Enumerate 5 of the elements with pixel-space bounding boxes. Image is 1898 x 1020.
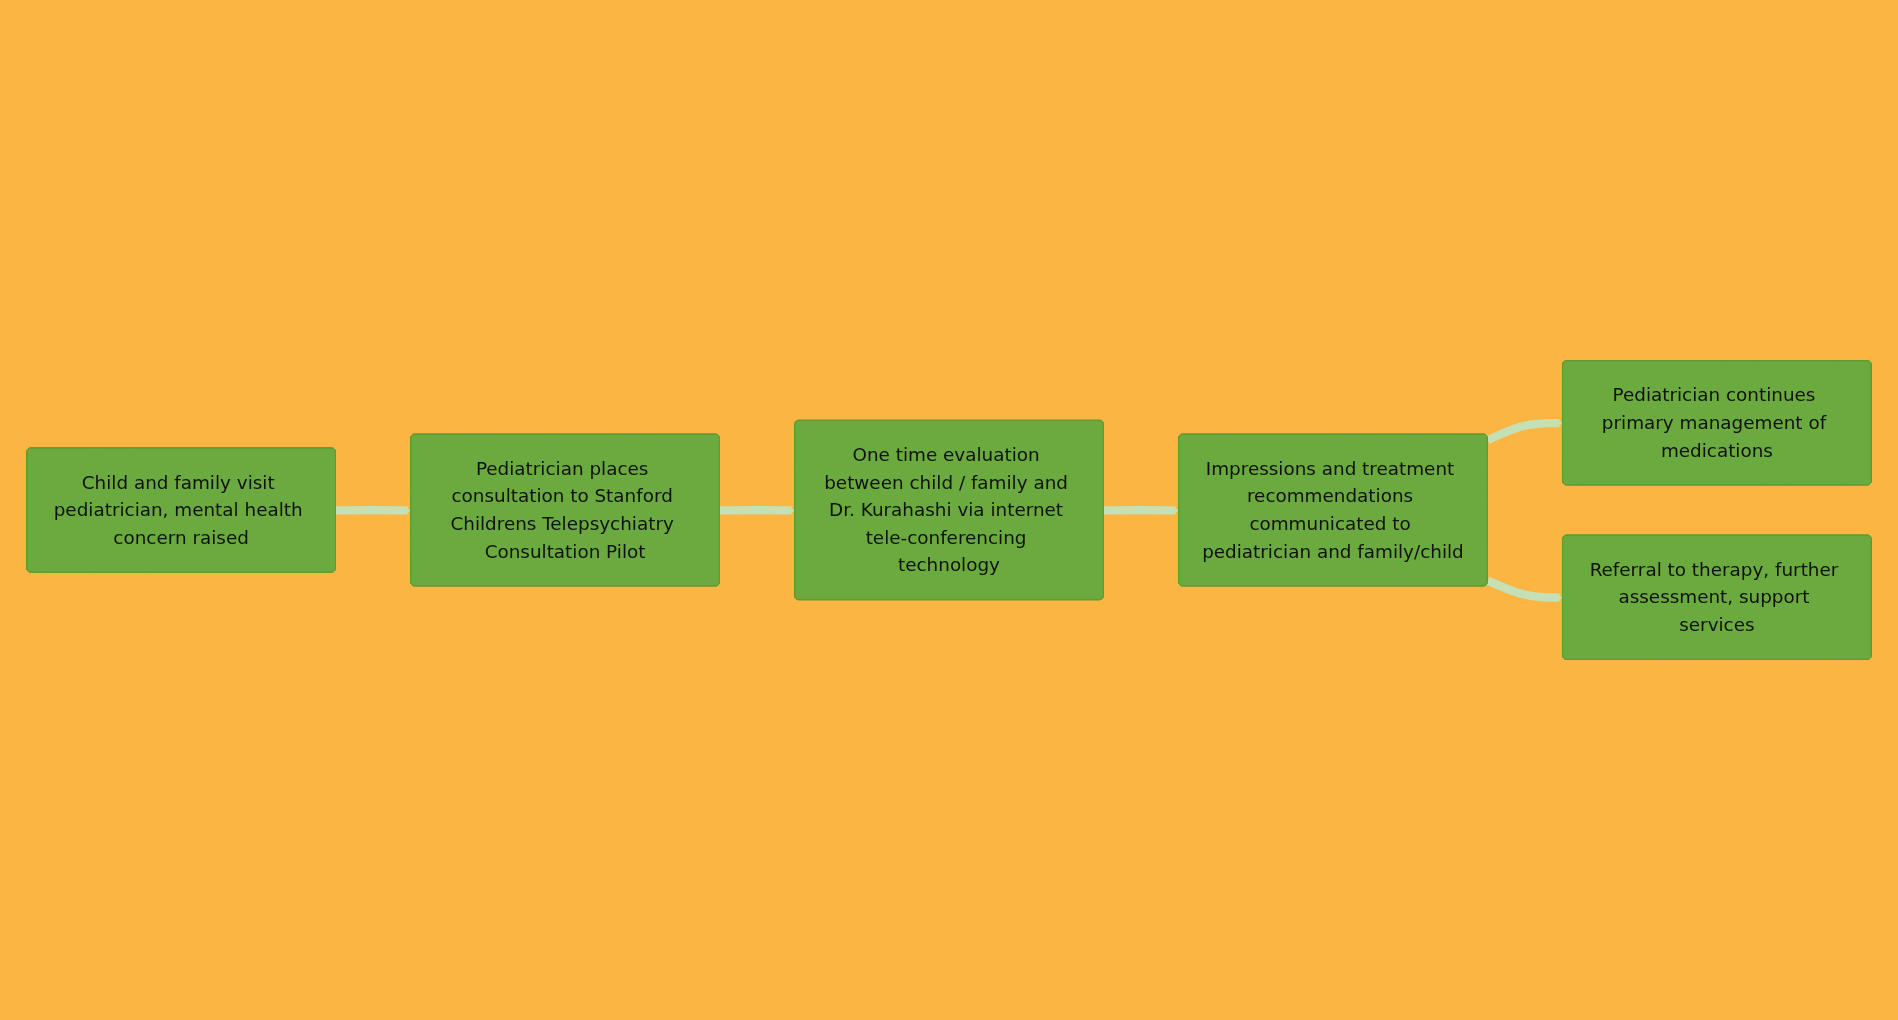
arrow: [1486, 576, 1564, 602]
arrow: [719, 505, 796, 515]
arrow: [1103, 505, 1180, 515]
arrow: [1486, 418, 1564, 445]
arrow: [335, 505, 412, 515]
